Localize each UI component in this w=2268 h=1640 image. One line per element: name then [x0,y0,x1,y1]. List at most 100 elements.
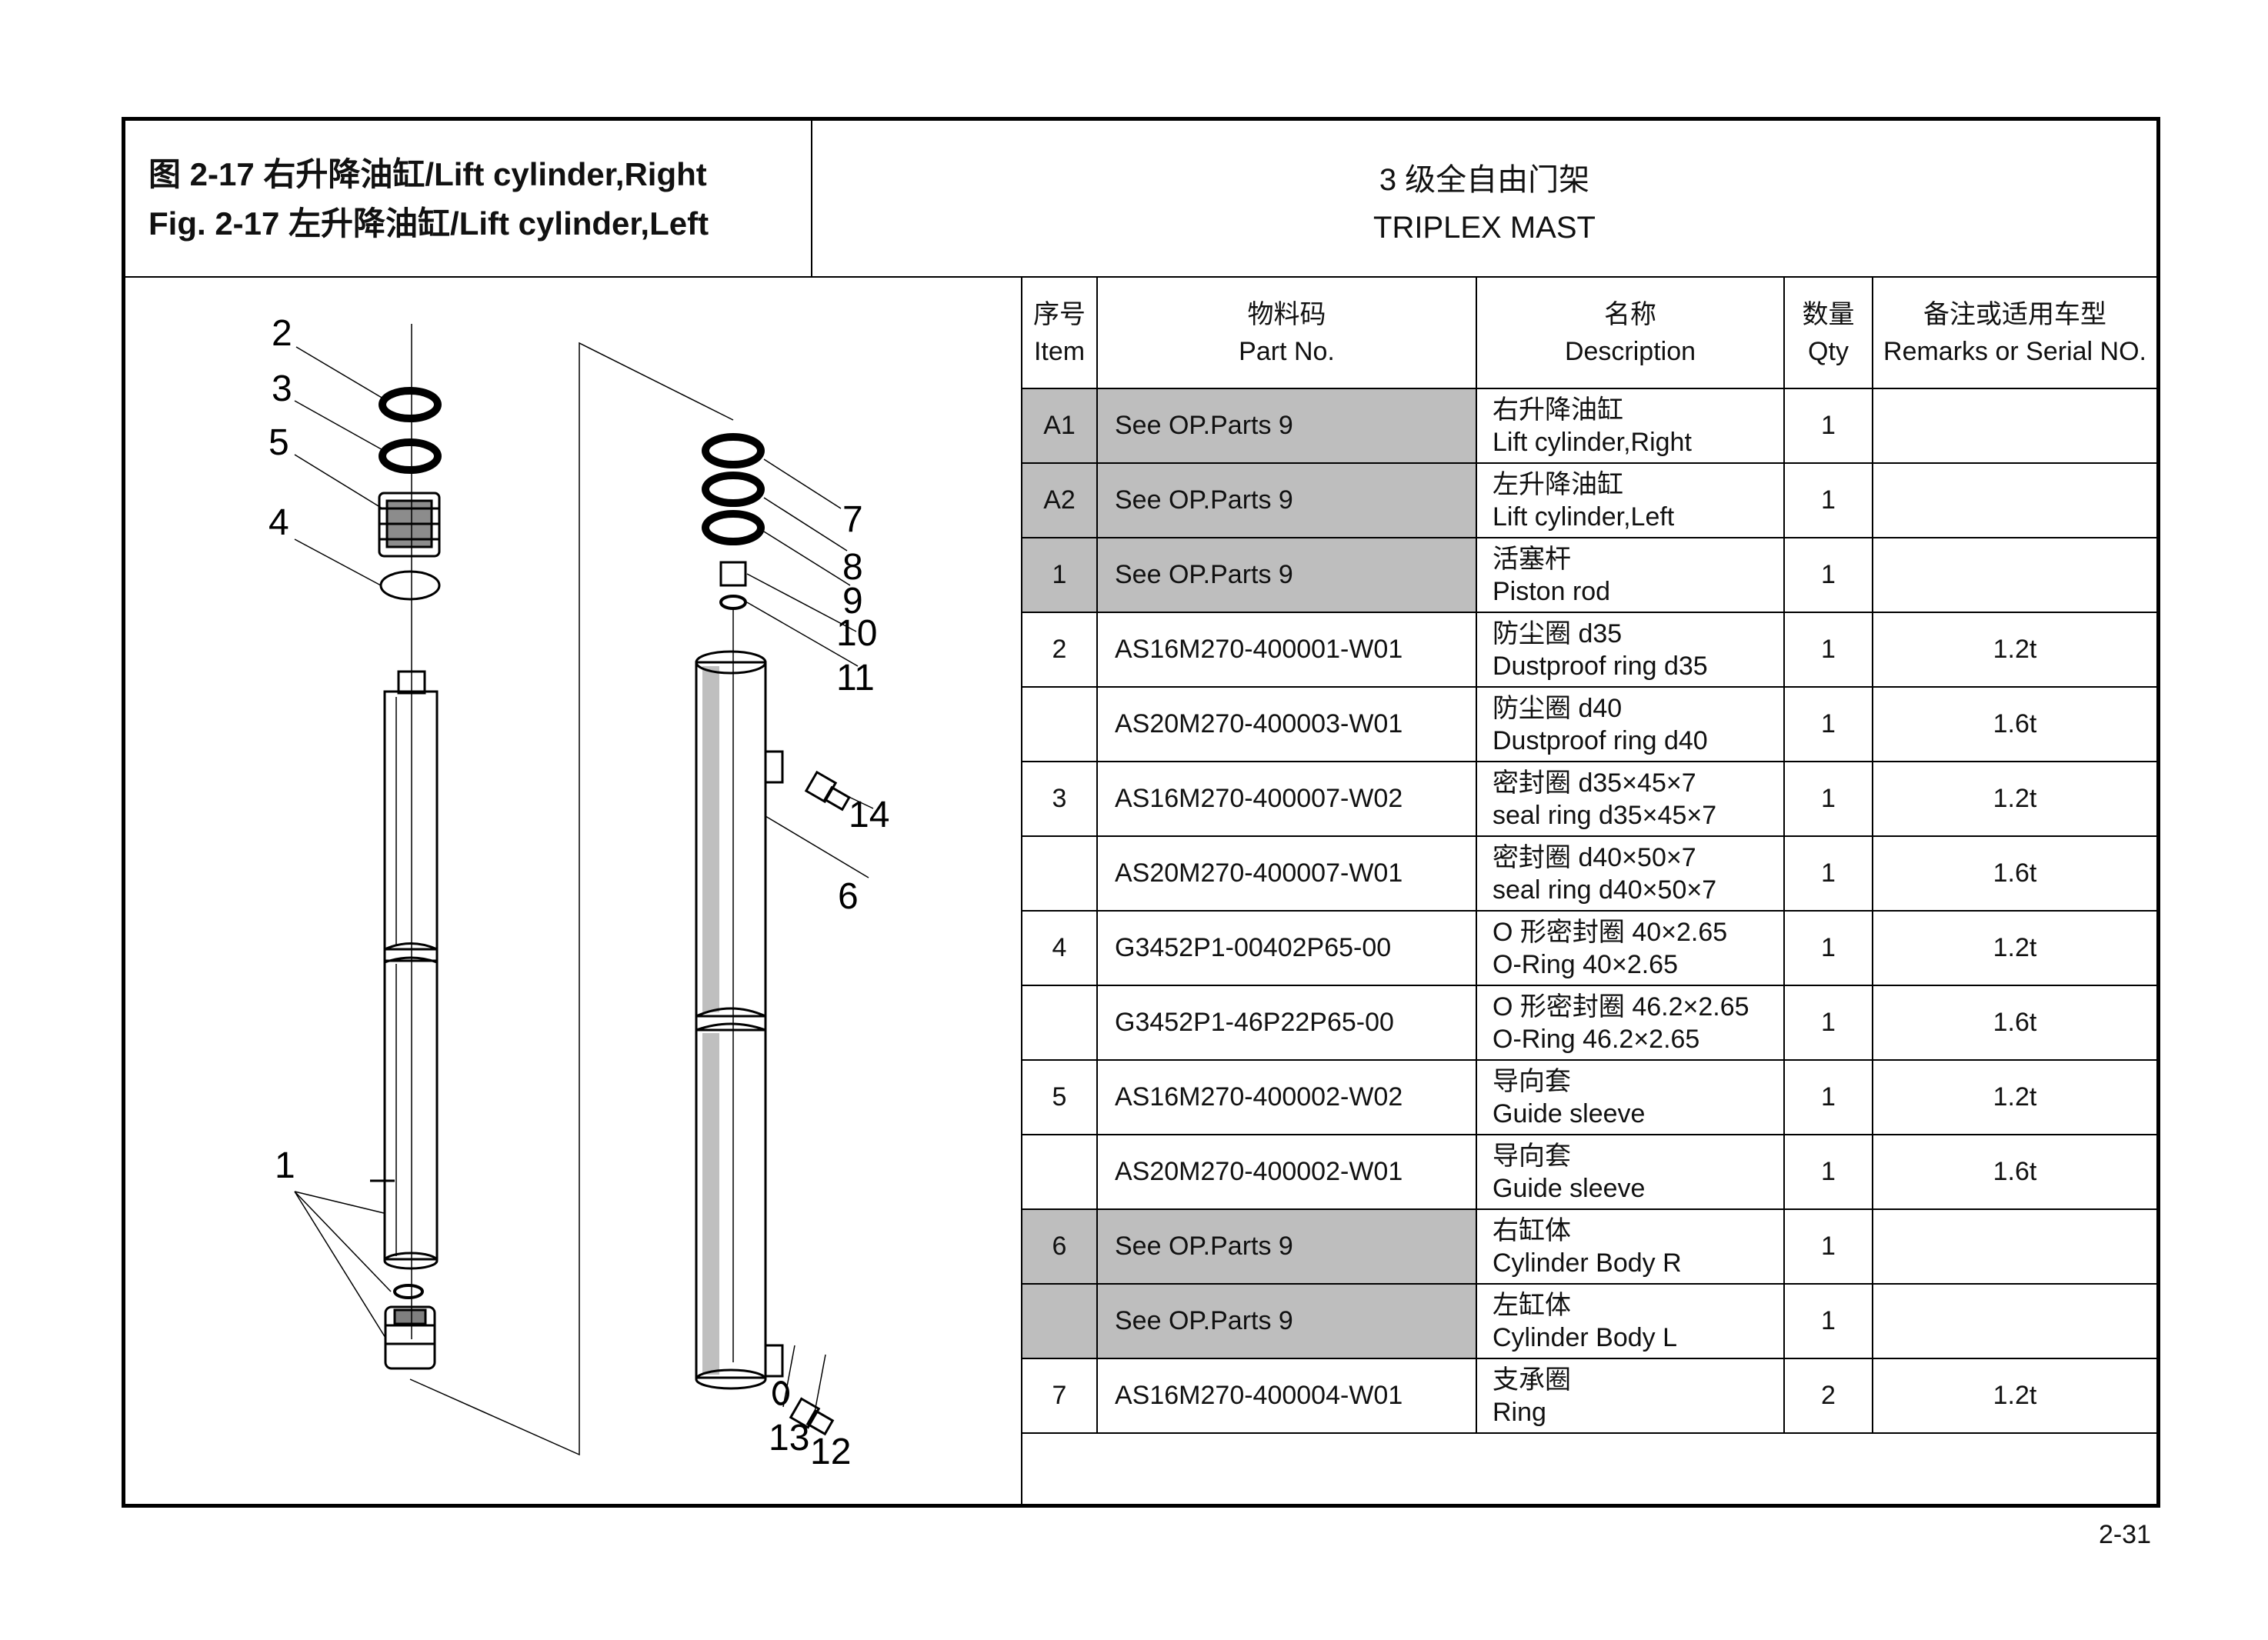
description-en: Lift cylinder,Left [1493,502,1675,532]
description-cn: 支承圈 [1493,1365,1571,1395]
bleed-screw-part [804,770,851,812]
remarks-cell [1872,537,2156,613]
part-number-cell: AS20M270-400002-W01 [1096,1134,1477,1210]
remarks-cell: 1.2t [1872,1358,2156,1434]
item-cell [1022,1134,1098,1210]
seal-ring-part [702,510,765,545]
description-en: Guide sleeve [1493,1173,1646,1203]
qty-cell: 1 [1783,462,1873,538]
dustproof-ring-part [379,387,442,422]
qty-cell: 1 [1783,835,1873,912]
part-number-cell: See OP.Parts 9 [1096,537,1477,613]
description-en: Cylinder Body L [1493,1322,1678,1352]
description-cn: 防尘圈 d40 [1493,693,1623,723]
part-number-cell: AS20M270-400003-W01 [1096,686,1477,762]
o-ring-part [379,570,441,601]
description-cn: O 形密封圈 40×2.65 [1493,917,1728,947]
support-ring-part [702,472,765,507]
item-cell: A2 [1022,462,1098,538]
part-number-cell: G3452P1-46P22P65-00 [1096,985,1477,1061]
description-cn: 左缸体 [1493,1290,1571,1320]
description-en: seal ring d35×45×7 [1493,800,1717,830]
callout-label: 2 [272,313,292,354]
description-en: Lift cylinder,Right [1493,427,1692,457]
description-cn: 密封圈 d35×45×7 [1493,768,1696,798]
remarks-cell [1872,1208,2156,1285]
remarks-cell [1872,388,2156,464]
description-cn: O 形密封圈 46.2×2.65 [1493,992,1749,1022]
callout-label: 3 [272,368,292,409]
cylinder-drawing: 2 3 5 4 1 7 8 9 10 11 14 6 13 12 [268,313,889,1472]
remarks-cell: 1.2t [1872,910,2156,986]
part-number-cell: See OP.Parts 9 [1096,1283,1477,1359]
piston-nut-part [719,561,747,587]
seal-ring-part [379,438,442,474]
callout-label: 1 [275,1145,295,1186]
remarks-cell: 1.6t [1872,835,2156,912]
item-cell: 5 [1022,1059,1098,1135]
empty-row [1022,1432,2156,1507]
remarks-cell: 1.6t [1872,985,2156,1061]
item-cell: 3 [1022,761,1098,837]
qty-cell: 1 [1783,1208,1873,1285]
part-number-cell: AS16M270-400007-W02 [1096,761,1477,837]
description-en: Guide sleeve [1493,1098,1646,1128]
guide-sleeve-part [378,492,441,558]
description-cn: 防尘圈 d35 [1493,618,1623,648]
small-o-ring-part [719,595,747,610]
model-name-en: TRIPLEX MAST [1373,211,1596,245]
item-cell: A1 [1022,388,1098,464]
item-cell: 6 [1022,1208,1098,1285]
callout-label: 12 [810,1432,851,1472]
callout-label: 11 [836,658,875,698]
callout-label: 6 [838,876,859,917]
qty-cell: 1 [1783,1059,1873,1135]
part-number-cell: AS20M270-400007-W01 [1096,835,1477,912]
remarks-cell: 1.6t [1872,686,2156,762]
description-en: Dustproof ring d35 [1493,651,1708,681]
part-number-cell: AS16M270-400002-W02 [1096,1059,1477,1135]
title-line-en: Fig. 2-17 左升降油缸/Lift cylinder,Left [148,205,709,242]
item-cell [1022,835,1098,912]
remarks-cell: 1.2t [1872,761,2156,837]
qty-cell: 1 [1783,1134,1873,1210]
support-ring-part [702,433,765,468]
qty-cell: 1 [1783,1283,1873,1359]
description-en: O-Ring 46.2×2.65 [1493,1024,1700,1054]
item-cell: 2 [1022,612,1098,688]
description-cn: 导向套 [1493,1141,1571,1171]
qty-cell: 1 [1783,686,1873,762]
qty-cell: 1 [1783,388,1873,464]
item-cell [1022,1283,1098,1359]
page-number: 2-31 [2098,1520,2151,1549]
description-en: Piston rod [1493,576,1611,606]
qty-cell: 1 [1783,612,1873,688]
plug-screw-part [772,1381,835,1436]
qty-cell: 1 [1783,910,1873,986]
callout-label: 7 [842,499,863,540]
model-name-cn: 3 级全自由门架 [1379,163,1590,197]
remarks-cell: 1.2t [1872,612,2156,688]
qty-cell: 1 [1783,537,1873,613]
callout-label: 10 [836,613,877,654]
